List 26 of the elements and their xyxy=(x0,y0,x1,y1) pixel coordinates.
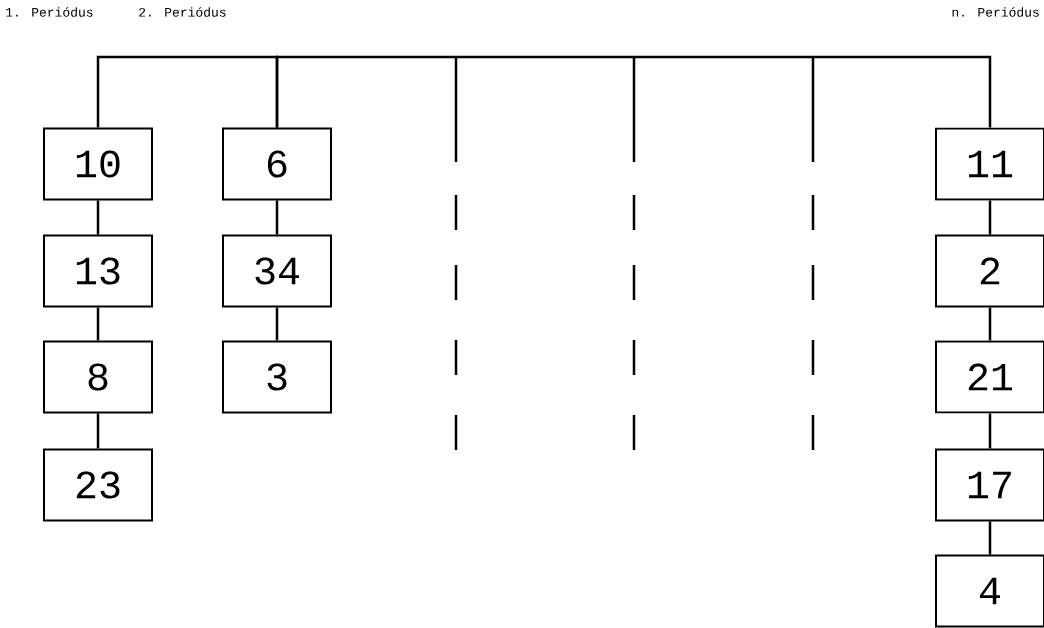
number-box: 11 xyxy=(935,127,1044,201)
connector-line xyxy=(988,521,992,555)
connector-line xyxy=(988,307,992,341)
number-box: 17 xyxy=(935,448,1044,522)
number-box: 10 xyxy=(43,127,153,201)
connector-line xyxy=(275,307,279,341)
number-box: 8 xyxy=(43,340,153,414)
period-label: 1. Periódus xyxy=(6,7,93,17)
period-label: 2. Periódus xyxy=(139,7,226,17)
number-box: 6 xyxy=(222,127,332,201)
bus-line xyxy=(275,55,992,128)
connector-line xyxy=(96,200,100,235)
number-box: 34 xyxy=(222,234,332,308)
connector-line xyxy=(988,200,992,235)
number-box: 23 xyxy=(43,448,153,522)
number-box: 13 xyxy=(43,234,153,308)
number-box: 3 xyxy=(222,340,332,414)
connector-line xyxy=(96,413,100,449)
connector-line xyxy=(96,307,100,341)
period-label: n. Periódus xyxy=(952,7,1039,17)
bus-line xyxy=(96,55,279,128)
number-box: 21 xyxy=(935,340,1044,414)
connector-line xyxy=(275,200,279,235)
connector-line xyxy=(988,413,992,449)
number-box: 4 xyxy=(935,554,1044,628)
number-box: 2 xyxy=(935,234,1044,308)
